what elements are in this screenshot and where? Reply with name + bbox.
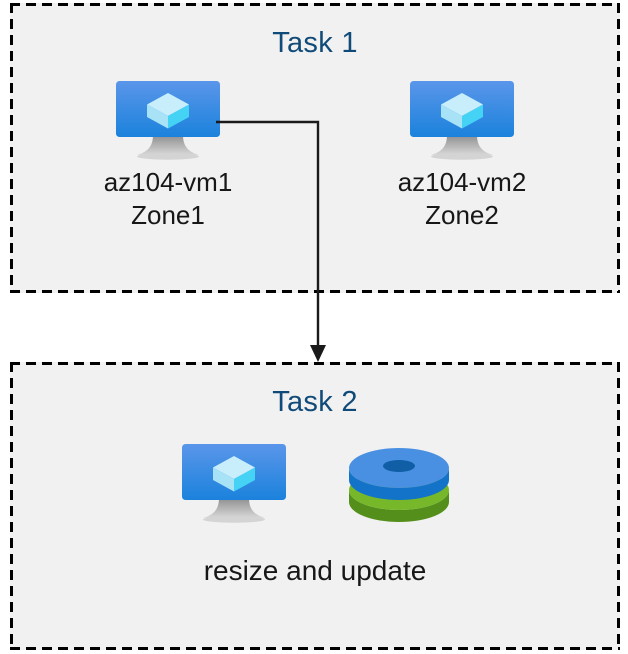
- task2-border-left: [10, 362, 13, 650]
- task2-border-right: [617, 362, 620, 650]
- task1-title: Task 1: [272, 27, 358, 59]
- node-az104-vm1[interactable]: az104-vm1 Zone1: [58, 79, 278, 233]
- virtual-machine-icon: [407, 79, 517, 161]
- node-label-line2: Zone1: [131, 200, 205, 231]
- task2-container: Task 2: [10, 362, 620, 650]
- node-label-line1: az104-vm1: [103, 167, 233, 197]
- task2-icon-row: [10, 442, 620, 524]
- virtual-machine-icon: [113, 79, 223, 161]
- node-label-line2: Zone2: [425, 200, 499, 231]
- node-label-line1: az104-vm2: [397, 167, 527, 197]
- task1-border-right: [617, 3, 620, 293]
- managed-disks-icon[interactable]: [347, 446, 451, 524]
- virtual-machine-icon[interactable]: [179, 442, 289, 524]
- node-az104-vm2[interactable]: az104-vm2 Zone2: [352, 79, 572, 233]
- task2-border-top: [10, 362, 620, 365]
- task1-container: Task 1: [10, 3, 620, 293]
- task2-title: Task 2: [272, 386, 358, 418]
- task1-border-bottom: [10, 290, 620, 293]
- task1-border-top: [10, 3, 620, 6]
- task2-border-bottom: [10, 647, 620, 650]
- task1-border-left: [10, 3, 13, 293]
- task2-caption: resize and update: [203, 555, 427, 586]
